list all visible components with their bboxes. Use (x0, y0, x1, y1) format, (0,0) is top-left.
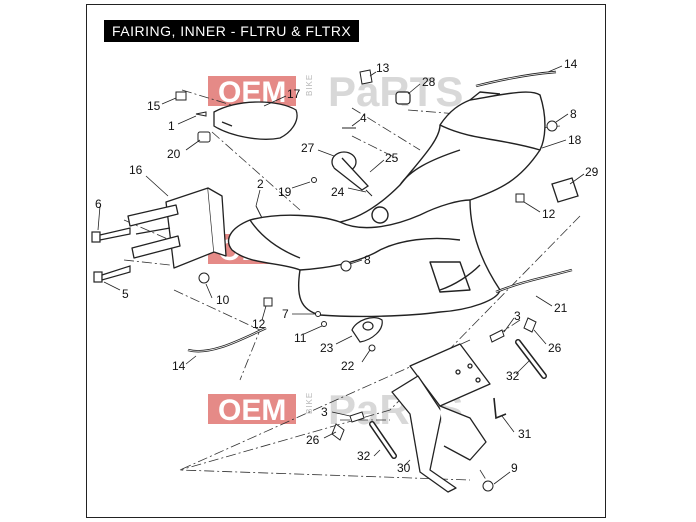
callout-4: 4 (360, 111, 367, 125)
clip-13 (359, 69, 373, 85)
callout-32: 32 (506, 369, 520, 383)
switch-27 (331, 151, 369, 191)
connector-29 (551, 177, 579, 203)
clip-12-left (263, 297, 273, 307)
small-fasteners (255, 127, 373, 219)
nut-8-middle (340, 260, 352, 272)
clip-12-right (515, 193, 525, 203)
screw-1 (195, 111, 207, 117)
callout-5: 5 (122, 287, 129, 301)
watermark-bike: BIKE (305, 74, 314, 96)
watermark-oem-box (208, 394, 296, 424)
callout-8: 8 (364, 253, 371, 267)
leader-lines (97, 65, 585, 485)
callout-14: 14 (172, 359, 186, 373)
hook-31 (493, 397, 507, 420)
callout-25: 25 (385, 151, 399, 165)
callout-3: 3 (321, 405, 328, 419)
callout-13: 13 (376, 61, 390, 75)
screw-5 (93, 265, 131, 283)
pad-17 (213, 101, 298, 140)
callout-22: 22 (341, 359, 355, 373)
callout-29: 29 (585, 165, 599, 179)
cable-14-top (475, 70, 557, 88)
callout-24: 24 (331, 185, 345, 199)
watermark-oem-box (208, 76, 296, 106)
callout-10: 10 (216, 293, 230, 307)
knob-28 (395, 91, 411, 105)
callout-32: 32 (357, 449, 371, 463)
callout-16: 16 (129, 163, 143, 177)
screw-24 (365, 189, 373, 197)
clip-15 (175, 91, 187, 101)
diagram-frame (86, 4, 606, 518)
screws-3-26 (331, 317, 537, 441)
screw-22 (368, 344, 376, 352)
callout-23: 23 (320, 341, 334, 355)
nut-8-top (546, 120, 558, 132)
callout-15: 15 (147, 99, 161, 113)
callout-12: 12 (252, 317, 266, 331)
callout-30: 30 (397, 461, 411, 475)
callout-9: 9 (511, 461, 518, 475)
callout-31: 31 (518, 427, 532, 441)
washer-19 (311, 177, 317, 183)
watermark-top: OEM BIKE PaRTS (208, 68, 463, 115)
nut-11 (321, 321, 327, 327)
watermark-oem: OEM (218, 394, 286, 427)
callout-12: 12 (542, 207, 556, 221)
callout-11: 11 (294, 331, 307, 345)
callout-7: 7 (282, 307, 289, 321)
screw-2 (255, 205, 263, 219)
nut-20 (197, 131, 211, 143)
watermark-parts: PaRTS (328, 68, 463, 115)
screw-6 (91, 227, 131, 243)
callout-28: 28 (422, 75, 436, 89)
nut-9 (482, 480, 494, 492)
callout-labels: 13 14 15 17 28 8 1 4 18 20 27 25 16 2 19… (95, 57, 599, 475)
callout-20: 20 (167, 147, 181, 161)
callout-26: 26 (548, 341, 562, 355)
callout-26: 26 (306, 433, 320, 447)
callout-18: 18 (568, 133, 582, 147)
callout-3: 3 (514, 309, 521, 323)
callout-17: 17 (287, 87, 301, 101)
cable-14-bottom (187, 326, 267, 353)
callout-27: 27 (301, 141, 315, 155)
bracket-23 (351, 317, 383, 343)
nut-10 (198, 272, 210, 284)
callout-21: 21 (554, 301, 568, 315)
callout-14: 14 (564, 57, 578, 71)
callout-1: 1 (168, 119, 175, 133)
callout-19: 19 (278, 185, 292, 199)
mount-bracket-30 (391, 343, 491, 493)
callout-8: 8 (570, 107, 577, 121)
callout-2: 2 (257, 177, 264, 191)
washer-7 (315, 311, 321, 317)
diagram-title: FAIRING, INNER - FLTRU & FLTRX (104, 20, 360, 42)
callout-6: 6 (95, 197, 102, 211)
watermark-bike: BIKE (305, 392, 314, 414)
fairing-bracket (127, 187, 227, 269)
inner-fairing (227, 91, 546, 318)
